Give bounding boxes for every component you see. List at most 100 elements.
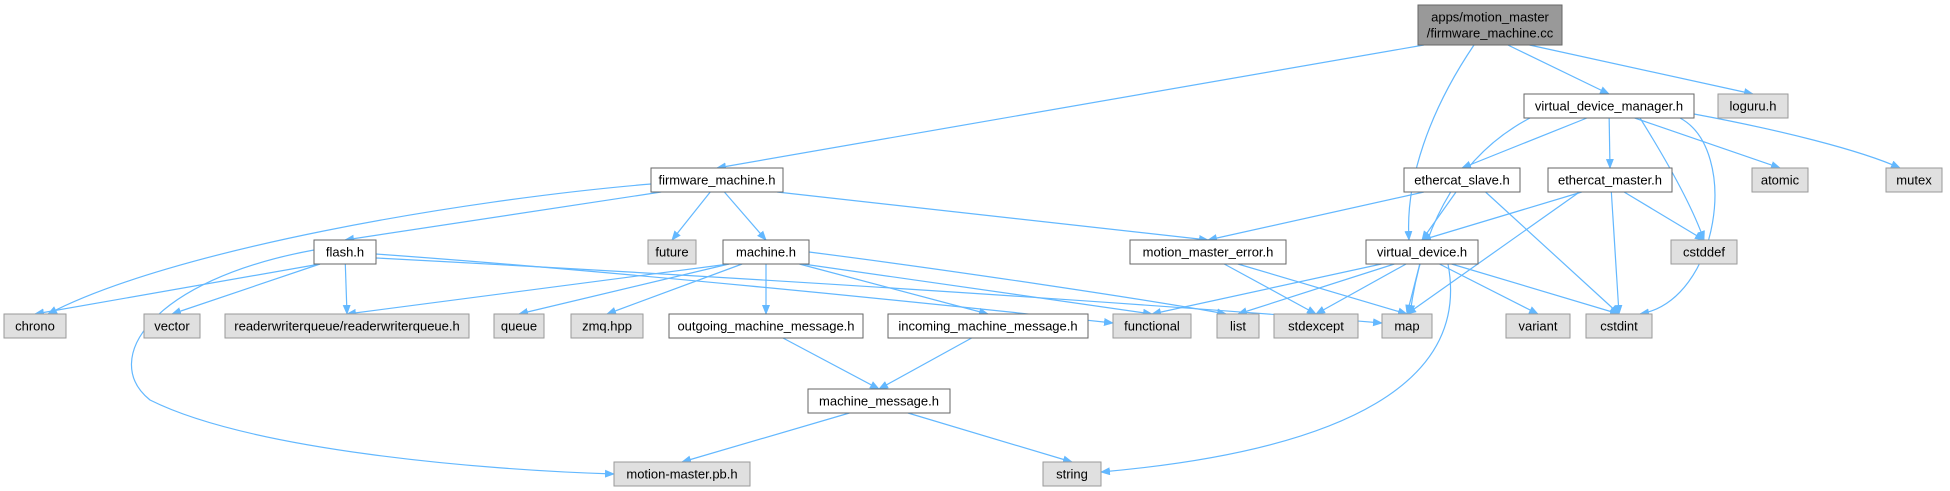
edge-fm-to-machine xyxy=(723,191,767,241)
edge-flash-to-pb xyxy=(130,249,615,478)
node-box xyxy=(722,239,810,265)
node-functional: functional xyxy=(1112,313,1192,339)
node-box xyxy=(313,239,377,265)
node-label: zmq.hpp xyxy=(582,319,632,334)
edge-flash-to-vector xyxy=(171,263,321,315)
edge-vdm-to-map xyxy=(1407,117,1531,315)
node-rwq: readerwriterqueue/readerwriterqueue.h xyxy=(224,313,470,339)
edge-es-to-vd xyxy=(1421,191,1457,241)
edge-fm-to-flash xyxy=(344,191,662,243)
edge-flash-to-functional xyxy=(375,253,1114,327)
node-box xyxy=(887,313,1089,339)
edge-mm-to-string xyxy=(907,412,1073,464)
node-box xyxy=(1112,313,1192,339)
edge-fm-to-chrono xyxy=(47,183,652,315)
node-root[interactable]: apps/motion_master/firmware_machine.cc xyxy=(1417,4,1563,46)
edge-machine-to-rwq xyxy=(346,263,730,317)
node-es[interactable]: ethercat_slave.h xyxy=(1403,167,1521,193)
node-box xyxy=(1547,167,1673,193)
node-omm[interactable]: outgoing_machine_message.h xyxy=(668,313,864,339)
node-box xyxy=(1129,239,1287,265)
node-box xyxy=(1751,167,1809,193)
node-label: motion_master_error.h xyxy=(1143,245,1274,260)
edge-em-to-cstddef xyxy=(1623,191,1705,241)
node-box xyxy=(1381,313,1433,339)
node-label: chrono xyxy=(15,319,55,334)
edge-es-to-mme xyxy=(1207,191,1425,242)
edge-vdm-to-mutex xyxy=(1693,113,1901,169)
node-vd[interactable]: virtual_device.h xyxy=(1365,239,1479,265)
node-fm[interactable]: firmware_machine.h xyxy=(650,167,784,193)
node-chrono: chrono xyxy=(3,313,67,339)
edge-vd-to-cstdint xyxy=(1451,263,1620,316)
edge-root-to-vd xyxy=(1404,44,1475,241)
node-pb: motion-master.pb.h xyxy=(613,461,751,487)
edge-machine-to-list xyxy=(808,251,1227,317)
node-atomic: atomic xyxy=(1751,167,1809,193)
node-vdm[interactable]: virtual_device_manager.h xyxy=(1523,93,1695,119)
node-box xyxy=(807,388,951,414)
edge-flash-to-chrono xyxy=(34,263,321,317)
node-box xyxy=(1505,313,1571,339)
edges-layer xyxy=(34,44,1901,478)
edge-vd-to-variant xyxy=(1439,263,1539,315)
node-label: apps/motion_master xyxy=(1431,10,1549,25)
node-label: loguru.h xyxy=(1730,99,1777,114)
edge-machine-to-imm xyxy=(799,263,989,316)
node-label: list xyxy=(1230,319,1246,334)
node-future: future xyxy=(647,239,697,265)
edge-imm-to-mm xyxy=(878,337,972,390)
node-box xyxy=(1717,93,1789,119)
edge-em-to-cstdint xyxy=(1610,191,1623,315)
edge-vdm-to-es xyxy=(1461,117,1588,169)
node-box xyxy=(493,313,545,339)
node-imm[interactable]: incoming_machine_message.h xyxy=(887,313,1089,339)
node-mme[interactable]: motion_master_error.h xyxy=(1129,239,1287,265)
node-map: map xyxy=(1381,313,1433,339)
node-label: firmware_machine.h xyxy=(658,173,775,188)
edge-machine-to-functional xyxy=(802,263,1153,317)
node-box xyxy=(650,167,784,193)
node-box xyxy=(1216,313,1260,339)
edge-mme-to-map xyxy=(1237,263,1408,316)
node-label: ethercat_master.h xyxy=(1558,173,1662,188)
node-label: /firmware_machine.cc xyxy=(1427,26,1554,41)
node-box xyxy=(1403,167,1521,193)
edge-root-to-fm xyxy=(716,44,1425,171)
node-em[interactable]: ethercat_master.h xyxy=(1547,167,1673,193)
edge-em-to-vd xyxy=(1421,191,1582,242)
node-box xyxy=(613,461,751,487)
node-label: functional xyxy=(1124,319,1180,334)
node-loguru: loguru.h xyxy=(1717,93,1789,119)
node-label: atomic xyxy=(1761,173,1800,188)
node-label: future xyxy=(655,245,688,260)
edge-vdm-to-cstddef xyxy=(1639,117,1705,241)
node-box xyxy=(224,313,470,339)
edge-vd-to-stdexcept xyxy=(1315,263,1407,315)
node-label: machine_message.h xyxy=(819,394,939,409)
node-machine[interactable]: machine.h xyxy=(722,239,810,265)
node-label: mutex xyxy=(1896,173,1932,188)
edge-vd-to-map xyxy=(1405,263,1421,315)
node-flash[interactable]: flash.h xyxy=(313,239,377,265)
edge-mm-to-pb xyxy=(681,412,850,464)
node-box xyxy=(668,313,864,339)
node-list: list xyxy=(1216,313,1260,339)
edge-vd-to-string xyxy=(1100,263,1452,476)
edge-vd-to-list xyxy=(1237,263,1395,316)
node-vector: vector xyxy=(143,313,201,339)
node-label: queue xyxy=(501,319,537,334)
node-box xyxy=(1885,167,1943,193)
edge-flash-to-map xyxy=(375,257,1383,327)
edge-vdm-to-atomic xyxy=(1634,117,1781,169)
node-mm[interactable]: machine_message.h xyxy=(807,388,951,414)
edge-es-to-cstdint xyxy=(1485,191,1620,315)
node-box xyxy=(647,239,697,265)
node-label: readerwriterqueue/readerwriterqueue.h xyxy=(234,319,459,334)
edge-mme-to-stdexcept xyxy=(1223,263,1317,315)
edge-vdm-to-em xyxy=(1605,117,1614,169)
node-variant: variant xyxy=(1505,313,1571,339)
node-label: outgoing_machine_message.h xyxy=(677,319,854,334)
node-box xyxy=(1273,313,1359,339)
